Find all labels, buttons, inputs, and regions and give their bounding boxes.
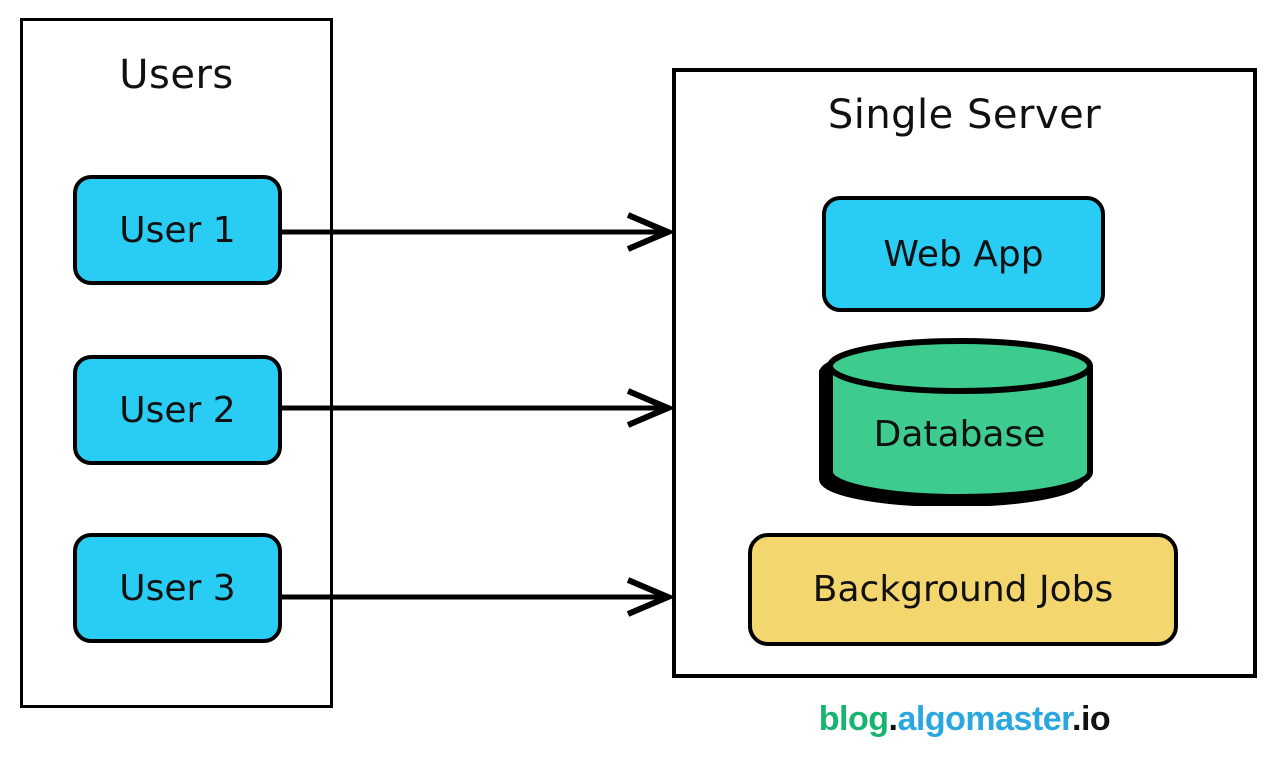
user-3-label: User 3 xyxy=(119,567,236,609)
footer-part-algomaster: algomaster xyxy=(897,700,1073,738)
footer-branding: blog.algomaster.io xyxy=(672,700,1257,739)
web-app-label: Web App xyxy=(883,233,1044,275)
footer-part-dot1: . xyxy=(888,700,898,738)
user-2-label: User 2 xyxy=(119,389,236,431)
database-label: Database xyxy=(873,414,1046,455)
users-group-title: Users xyxy=(119,52,234,98)
background-jobs-label: Background Jobs xyxy=(812,569,1114,610)
arrow-user2-to-server xyxy=(282,388,676,428)
user-1-node: User 1 xyxy=(73,175,282,285)
server-group-title: Single Server xyxy=(827,92,1102,138)
cylinder-body xyxy=(827,366,1093,500)
footer-part-io: io xyxy=(1080,700,1111,738)
arrow-user3-to-server xyxy=(282,577,676,617)
arrow-user1-to-server xyxy=(282,212,676,252)
footer-part-blog: blog xyxy=(818,700,889,738)
database-cylinder-shape xyxy=(819,338,1093,507)
user-1-label: User 1 xyxy=(119,209,236,251)
database-cylinder: Database xyxy=(812,336,1107,507)
user-3-node: User 3 xyxy=(73,533,282,643)
footer-part-dot2: . xyxy=(1072,700,1081,738)
web-app-node: Web App xyxy=(822,196,1105,312)
background-jobs-node: Background Jobs xyxy=(748,533,1178,646)
cylinder-top xyxy=(827,338,1093,394)
user-2-node: User 2 xyxy=(73,355,282,465)
